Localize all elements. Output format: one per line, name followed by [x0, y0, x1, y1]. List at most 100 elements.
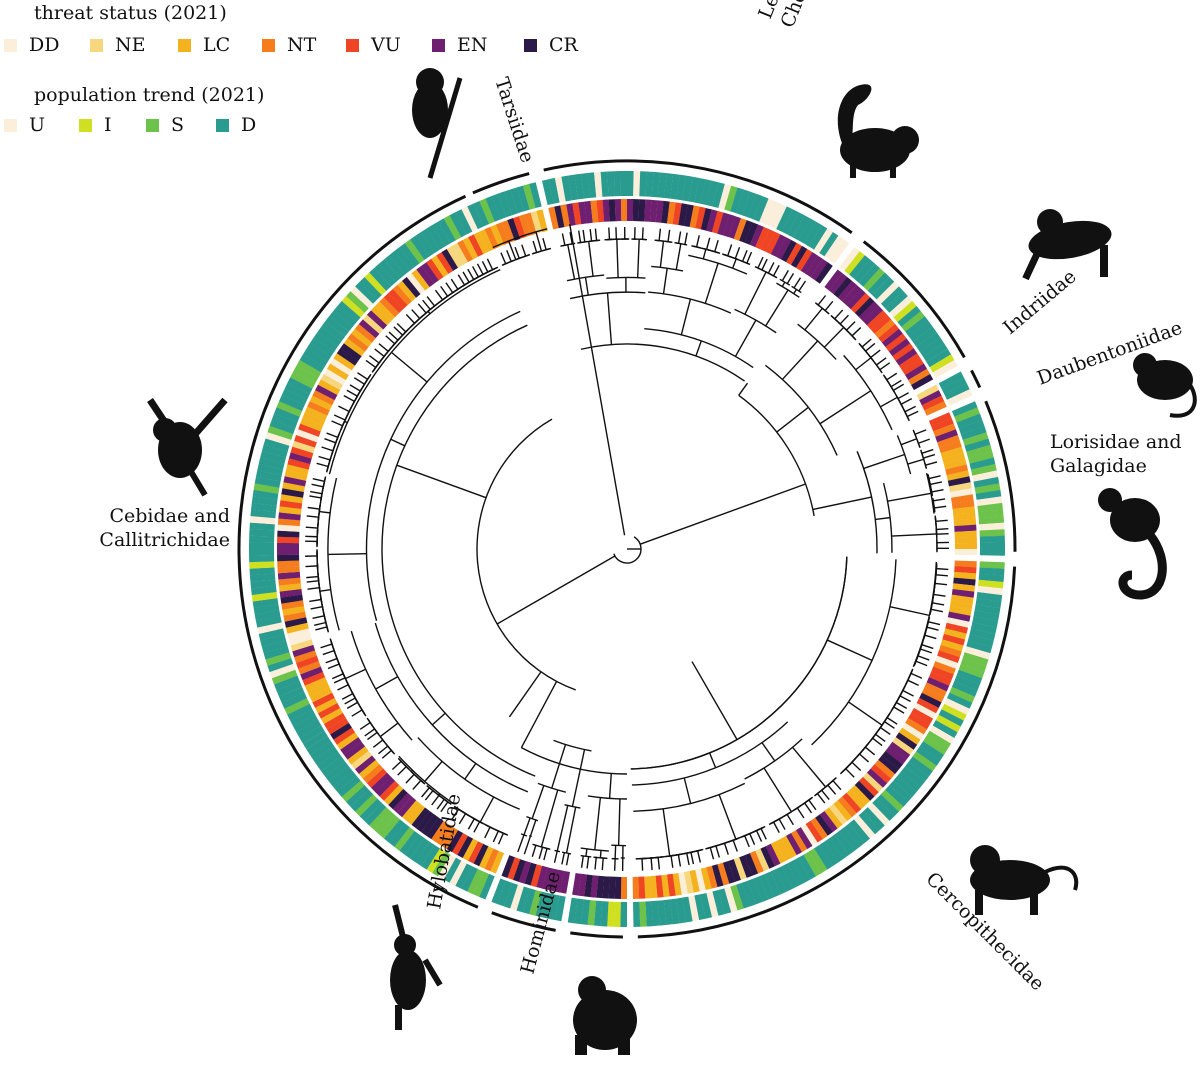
legend-label: NT — [287, 34, 317, 56]
threat-status-cell — [700, 207, 712, 231]
threat-status-cell — [940, 639, 964, 652]
branch — [589, 229, 593, 242]
population-trend-cell — [969, 457, 996, 470]
population-trend-cell — [872, 798, 895, 822]
threat-status-cell — [282, 482, 306, 493]
threat-status-cell — [426, 258, 444, 281]
branch — [761, 258, 768, 271]
threat-status-cell — [284, 470, 308, 481]
branch — [846, 321, 856, 331]
threat-status-cell — [277, 536, 300, 544]
threat-status-cell — [775, 838, 792, 861]
population-trend-cell — [975, 598, 1002, 609]
population-trend-cell — [682, 896, 693, 923]
branch — [520, 681, 558, 748]
branch — [919, 642, 924, 652]
population-trend-cell — [967, 451, 994, 464]
population-trend-cell — [497, 191, 513, 218]
population-trend-cell — [962, 652, 989, 666]
threat-status-cell — [655, 875, 664, 898]
threat-status-cell — [554, 869, 565, 893]
branch — [501, 253, 531, 267]
branch — [319, 510, 331, 514]
population-trend-cell — [279, 395, 305, 412]
population-trend-cell — [455, 209, 473, 235]
threat-status-cell — [878, 755, 900, 775]
population-trend-cell — [867, 802, 890, 826]
threat-status-cell — [916, 697, 939, 714]
threat-status-cell — [866, 768, 888, 788]
branch — [326, 456, 332, 471]
threat-status-cell — [392, 792, 412, 814]
branch — [561, 233, 566, 246]
population-trend-cell — [908, 756, 933, 777]
population-trend-cell — [949, 686, 975, 703]
population-trend-cell — [263, 646, 290, 660]
threat-legend-item: EN — [432, 34, 488, 56]
branch — [379, 722, 399, 738]
branch — [520, 833, 528, 837]
branch — [641, 227, 644, 240]
branch — [917, 655, 930, 661]
population-trend-cell — [600, 901, 609, 927]
threat-status-cell — [850, 784, 871, 806]
branch — [521, 244, 527, 257]
threat-status-cell — [870, 764, 892, 784]
population-trend-cell — [712, 889, 725, 916]
population-trend-cell — [337, 300, 361, 323]
population-trend-cell — [252, 489, 279, 500]
threat-status-cell — [678, 872, 688, 895]
threat-status-cell — [846, 788, 866, 810]
population-trend-cell — [919, 741, 945, 761]
branch — [537, 782, 566, 793]
legend-swatch — [524, 38, 537, 52]
branch — [467, 818, 475, 830]
threat-status-cell — [943, 628, 967, 640]
tarsier-silhouette-icon — [412, 68, 463, 179]
threat-status-cell — [317, 702, 341, 719]
threat-status-cell — [689, 205, 700, 229]
branch — [553, 850, 558, 863]
branch — [393, 326, 404, 336]
threat-status-cell — [392, 284, 412, 306]
threat-status-cell — [441, 827, 459, 850]
branch — [390, 438, 406, 447]
branch — [566, 274, 605, 282]
branch — [718, 794, 737, 840]
branch — [934, 505, 947, 509]
threat-status-cell — [888, 741, 911, 760]
population-trend-cell — [764, 201, 781, 227]
clade-label-line: Cebidae and — [109, 505, 230, 527]
gorilla-silhouette-icon — [573, 976, 637, 1055]
branch — [599, 850, 602, 858]
population-trend-cell — [824, 235, 844, 260]
branch — [305, 565, 318, 568]
population-trend-cell — [974, 604, 1001, 615]
population-trend-cell — [966, 640, 993, 654]
population-trend-cell — [979, 549, 1005, 556]
branch — [312, 478, 325, 483]
threat-status-cell — [833, 276, 853, 298]
threat-status-cell — [296, 655, 319, 669]
branch — [738, 394, 815, 517]
branch — [461, 810, 470, 817]
population-trend-cell — [274, 407, 300, 423]
threat-status-cell — [632, 199, 640, 222]
population-trend-cell — [369, 807, 391, 830]
branch — [374, 348, 385, 357]
branch — [802, 797, 812, 806]
population-trend-cell — [905, 761, 929, 782]
threat-status-cell — [343, 338, 366, 357]
population-trend-cell — [378, 815, 401, 839]
population-trend-cell — [776, 866, 793, 892]
population-trend-cell — [676, 897, 687, 924]
threat-status-cell — [590, 200, 599, 223]
threat-status-cell — [294, 434, 317, 448]
threat-status-cell — [828, 273, 848, 295]
branch — [431, 795, 440, 806]
branch — [935, 527, 938, 537]
population-trend-cell — [946, 389, 973, 406]
population-trend-cell — [249, 515, 276, 525]
threat-status-cell — [695, 868, 706, 892]
threat-status-cell — [379, 297, 400, 318]
